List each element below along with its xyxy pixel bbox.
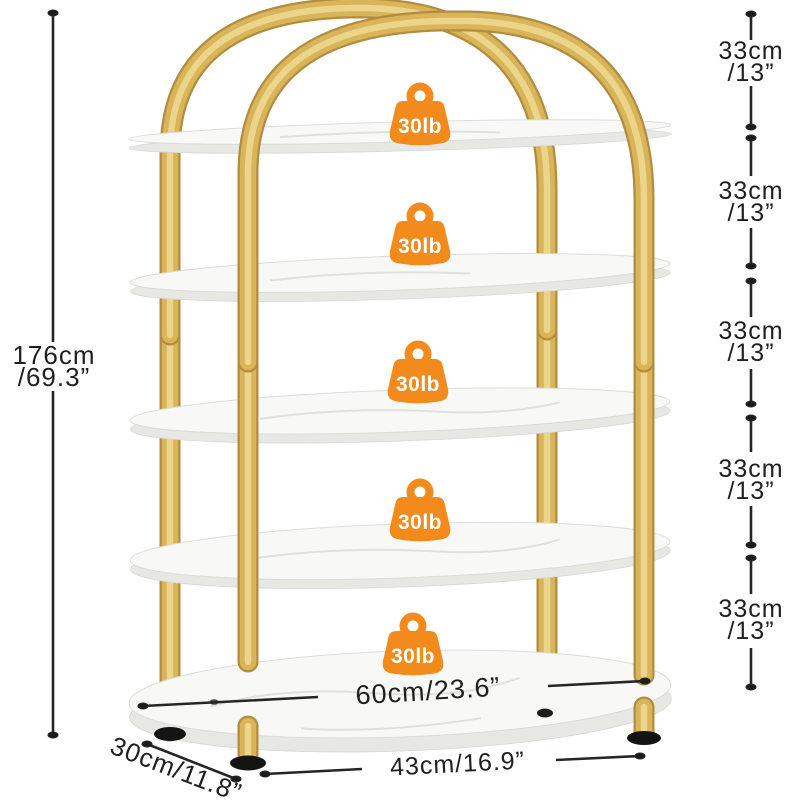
dimension-endpoint <box>230 775 242 783</box>
badge-label: 30lb <box>391 645 435 668</box>
shelf-2 <box>129 253 671 302</box>
weight-badge-3: 30lb <box>387 340 449 404</box>
badge-handle-hole <box>407 620 419 632</box>
badge-label: 30lb <box>396 373 440 396</box>
badge-handle-hole <box>412 348 424 360</box>
dimension-endpoint <box>634 752 646 760</box>
tier-gap-value-inch: /13” <box>727 617 775 645</box>
badge-handle-hole <box>414 90 426 102</box>
tier-gap-value-inch: /13” <box>727 59 775 87</box>
shelf-5 <box>128 649 672 753</box>
badge-label: 30lb <box>398 115 442 138</box>
dimension-endpoint <box>141 740 153 748</box>
tier-gap-label-5: 33cm /13” <box>691 595 800 645</box>
dimension-endpoint <box>745 400 757 408</box>
dimension-lines <box>47 9 757 783</box>
dimension-endpoint <box>745 683 757 691</box>
dimension-endpoint <box>745 134 757 142</box>
weight-badge-4: 30lb <box>389 478 451 542</box>
dimension-endpoint <box>47 731 59 739</box>
height-label: 176cm /69.3” <box>0 340 114 392</box>
badge-body <box>389 221 451 266</box>
badge-body <box>382 631 444 676</box>
feet <box>154 727 661 771</box>
back-left-foot <box>154 727 186 741</box>
tier-gap-value-inch: /13” <box>727 477 775 505</box>
base-depth-line <box>146 742 237 781</box>
front-arch <box>244 17 648 366</box>
tier-gap-label-3: 33cm /13” <box>691 317 800 367</box>
dimension-endpoint <box>745 554 757 562</box>
tier-gap-value-cm: 33cm <box>718 177 784 205</box>
front-arch <box>237 10 655 373</box>
weight-badges: 30lb 30lb 30lb 30lb <box>382 82 451 676</box>
badge-body <box>387 359 449 404</box>
front-arch <box>239 12 653 371</box>
tier-gap-value-cm: 33cm <box>718 37 784 65</box>
weight-badge-5: 30lb <box>382 612 444 676</box>
tier-gap-label-4: 33cm /13” <box>691 455 800 505</box>
badge-label: 30lb <box>398 511 442 534</box>
frame-back <box>159 0 558 742</box>
dimension-endpoint <box>137 702 149 710</box>
badge-handle-hole <box>414 210 426 222</box>
dimension-endpoint <box>745 414 757 422</box>
badge-handle-hole <box>414 486 426 498</box>
badge-label: 30lb <box>398 235 442 258</box>
badge-body <box>389 101 451 146</box>
dimension-endpoint <box>259 770 271 778</box>
dimension-endpoint <box>745 541 757 549</box>
shelves <box>128 119 672 753</box>
frame-front <box>237 10 655 768</box>
shelf-vein <box>260 401 561 420</box>
dimension-endpoint <box>745 262 757 270</box>
shelf-3 <box>129 387 671 444</box>
shelf-vein <box>270 271 471 282</box>
tier-gap-value-inch: /13” <box>727 199 775 227</box>
dimension-endpoint <box>639 677 651 685</box>
shelf-vein <box>240 538 560 562</box>
shelf-vein <box>301 717 482 731</box>
dimension-endpoint <box>745 10 757 18</box>
weight-badge-2: 30lb <box>389 202 451 266</box>
badge-body <box>389 497 451 542</box>
tier-gap-value-cm: 33cm <box>718 317 784 345</box>
dimension-endpoint <box>47 9 59 17</box>
tier-gap-value-cm: 33cm <box>718 595 784 623</box>
front-left-foot <box>230 755 266 771</box>
height-value-cm: 176cm <box>12 340 96 370</box>
dimension-endpoint <box>745 277 757 285</box>
height-value-inch: /69.3” <box>17 362 91 392</box>
weight-badge-1: 30lb <box>389 82 451 146</box>
tier-gap-label-2: 33cm /13” <box>691 177 800 227</box>
base-width-line <box>264 754 641 776</box>
tier-gap-value-cm: 33cm <box>718 455 784 483</box>
front-right-foot <box>627 731 661 745</box>
shelf-length-line <box>142 679 646 708</box>
tier-gap-value-inch: /13” <box>727 339 775 367</box>
dimension-endpoint <box>745 123 757 131</box>
tier-gap-label-1: 33cm /13” <box>691 37 800 87</box>
back-arch <box>166 4 551 339</box>
shelf-screw-cap <box>537 708 553 718</box>
shelf-vein <box>210 676 520 708</box>
